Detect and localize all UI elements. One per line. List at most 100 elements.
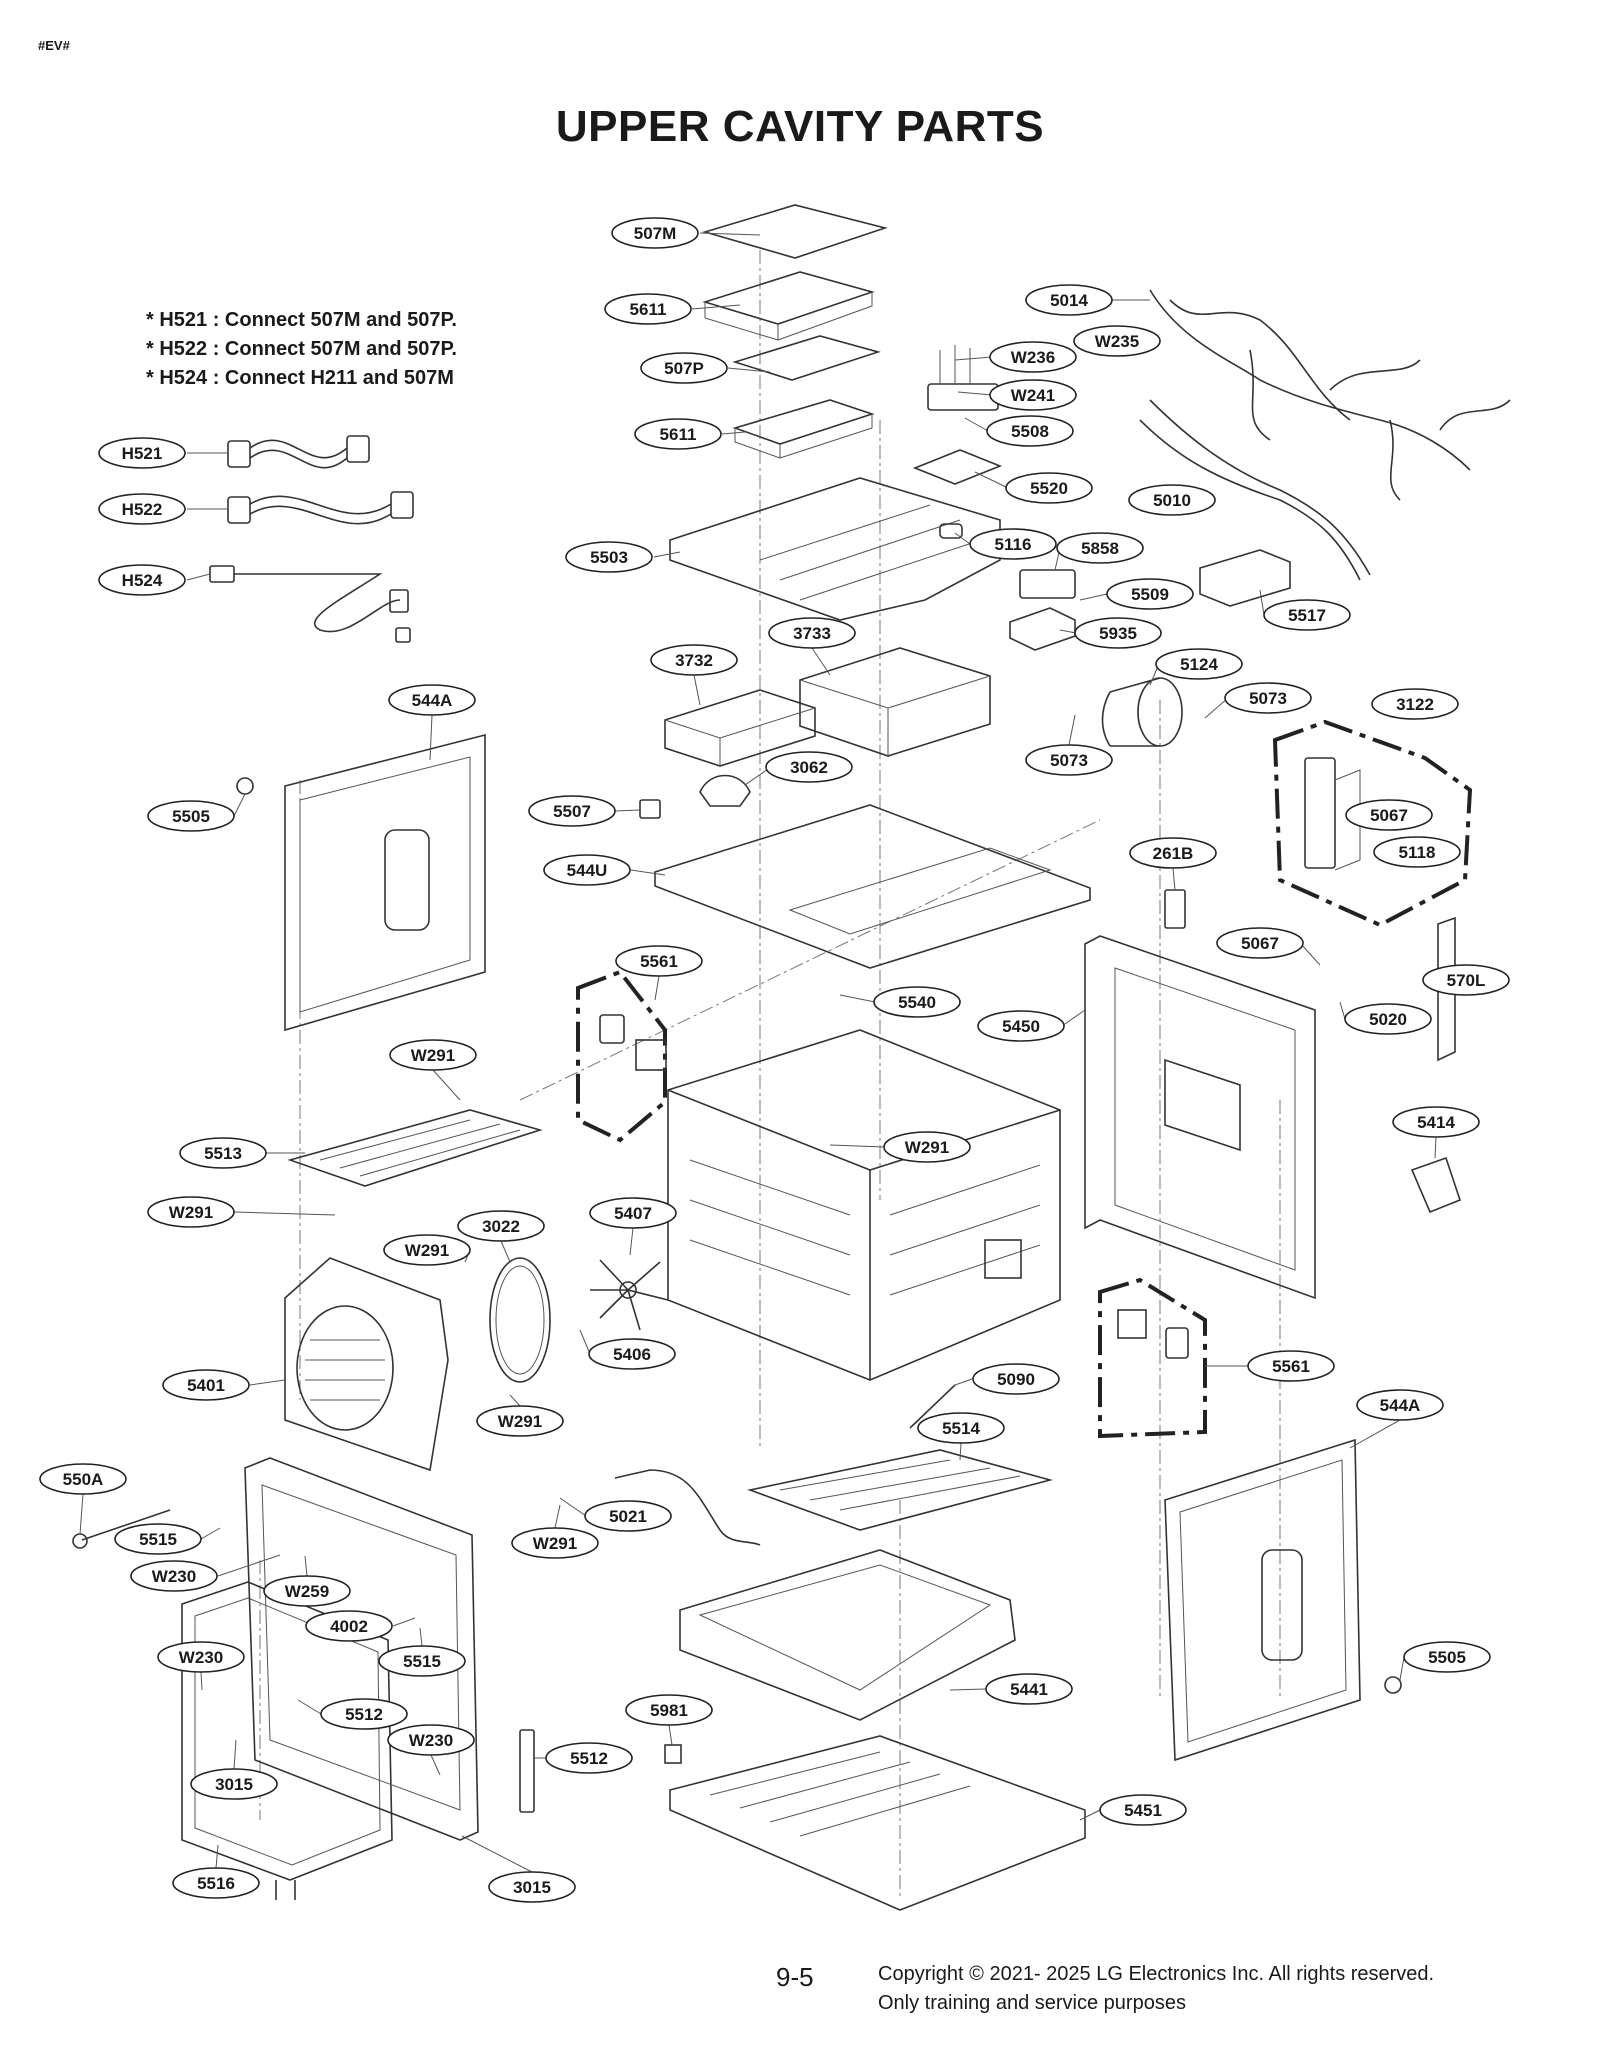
callout-label: 544U [567,861,608,880]
copyright-line-2: Only training and service purposes [878,1992,1186,2014]
callout-w259: W259 [263,1575,351,1607]
callout-oval [1422,964,1510,996]
callout-oval [1106,578,1194,610]
callout-oval [147,1196,235,1228]
callout-h521: H521 [98,437,186,469]
callout-label: 5451 [1124,1801,1162,1820]
callout-3733: 3733 [768,617,856,649]
callout-5509: 5509 [1106,578,1194,610]
callout-label: 5508 [1011,422,1049,441]
callout-label: 5118 [1399,843,1436,862]
callout-label: W235 [1095,332,1139,351]
callout-5014: 5014 [1025,284,1113,316]
part-callouts: 507M5611507P561155035014W235W236W2415508… [39,217,1510,1903]
callout-label: 5611 [630,300,667,319]
bracket-5507 [639,799,661,819]
callout-label: W291 [405,1241,449,1260]
callout-oval [1074,617,1162,649]
callout-oval [39,1463,127,1495]
callout-label: 3015 [215,1775,253,1794]
callout-oval [190,1768,278,1800]
callout-oval [1056,532,1144,564]
callout-5508: 5508 [986,415,1074,447]
callout-5515: 5515 [114,1523,202,1555]
callout-w291: W291 [147,1196,235,1228]
harness-h521 [227,435,370,469]
control-board-3733 [799,647,991,757]
callout-5512: 5512 [545,1742,633,1774]
connection-notes: * H521 : Connect 507M and 507P. * H522 :… [146,306,457,393]
callout-oval [768,617,856,649]
leader-lines [79,232,1455,1873]
callout-oval [611,217,699,249]
callout-3015: 3015 [488,1871,576,1903]
callout-oval [634,418,722,450]
bracket-5520 [912,449,1003,485]
callout-label: 5401 [187,1376,225,1395]
callout-oval [488,1871,576,1903]
callout-5517: 5517 [1263,599,1351,631]
group-5561-lower [1098,1277,1207,1439]
callout-oval [565,541,653,573]
callout-label: 570L [1447,971,1486,990]
trim-5512 [519,1729,535,1813]
callout-label: 5067 [1241,934,1279,953]
callout-label: 5020 [1369,1010,1407,1029]
callout-w241: W241 [989,379,1077,411]
callout-oval [1356,1389,1444,1421]
callout-oval [1128,484,1216,516]
callout-label: 5407 [614,1204,652,1223]
callout-oval [977,1010,1065,1042]
callout-oval [98,564,186,596]
callout-oval [389,1039,477,1071]
callout-oval [883,1131,971,1163]
callout-label: 507P [664,359,704,378]
callout-3732: 3732 [650,644,738,676]
terminal-block-5508 [927,345,999,411]
rear-panel-5450 [1084,935,1316,1300]
callout-label: 5515 [139,1530,177,1549]
callout-oval [1073,325,1161,357]
side-panel-left-544a [284,733,486,1032]
broil-element-5513 [287,1109,543,1187]
callout-oval [604,293,692,325]
callout-5540: 5540 [873,986,961,1018]
callout-5116: 5116 [969,528,1057,560]
callout-5406: 5406 [588,1338,676,1370]
callout-label: W291 [169,1203,213,1222]
callout-oval [1005,472,1093,504]
page-number: 9-5 [776,1962,814,1992]
cavity-floor-5441 [679,1549,1016,1721]
callout-oval [588,1338,676,1370]
callout-oval [162,1369,250,1401]
callout-544a: 544A [388,684,476,716]
callout-oval [511,1527,599,1559]
callout-507m: 507M [611,217,699,249]
callout-label: 544A [412,691,453,710]
callout-label: H521 [122,444,163,463]
callout-oval [917,1412,1005,1444]
callout-label: 3062 [790,758,828,777]
callout-5090: 5090 [972,1363,1060,1395]
callout-label: 5512 [345,1705,383,1724]
callout-label: 5517 [1288,606,1326,625]
top-plate-507p [732,335,881,381]
callout-5441: 5441 [985,1673,1073,1705]
callout-label: W230 [179,1648,223,1667]
callout-label: H522 [122,500,163,519]
callout-5073: 5073 [1025,744,1113,776]
bottom-shield-5451 [669,1735,1086,1911]
fan-blade-5407 [590,1259,669,1331]
callout-label: 5406 [613,1345,651,1364]
callout-label: 5073 [1050,751,1088,770]
thermostat-5116 [939,523,963,539]
callout-label: W236 [1011,348,1055,367]
callout-5514: 5514 [917,1412,1005,1444]
callout-oval [543,854,631,886]
callout-label: 3015 [513,1878,551,1897]
callout-oval [528,795,616,827]
bracket-5414 [1410,1156,1461,1214]
copyright-line-1: Copyright © 2021- 2025 LG Electronics In… [878,1963,1435,1985]
top-plate-507m [702,204,888,259]
callout-oval [1025,744,1113,776]
